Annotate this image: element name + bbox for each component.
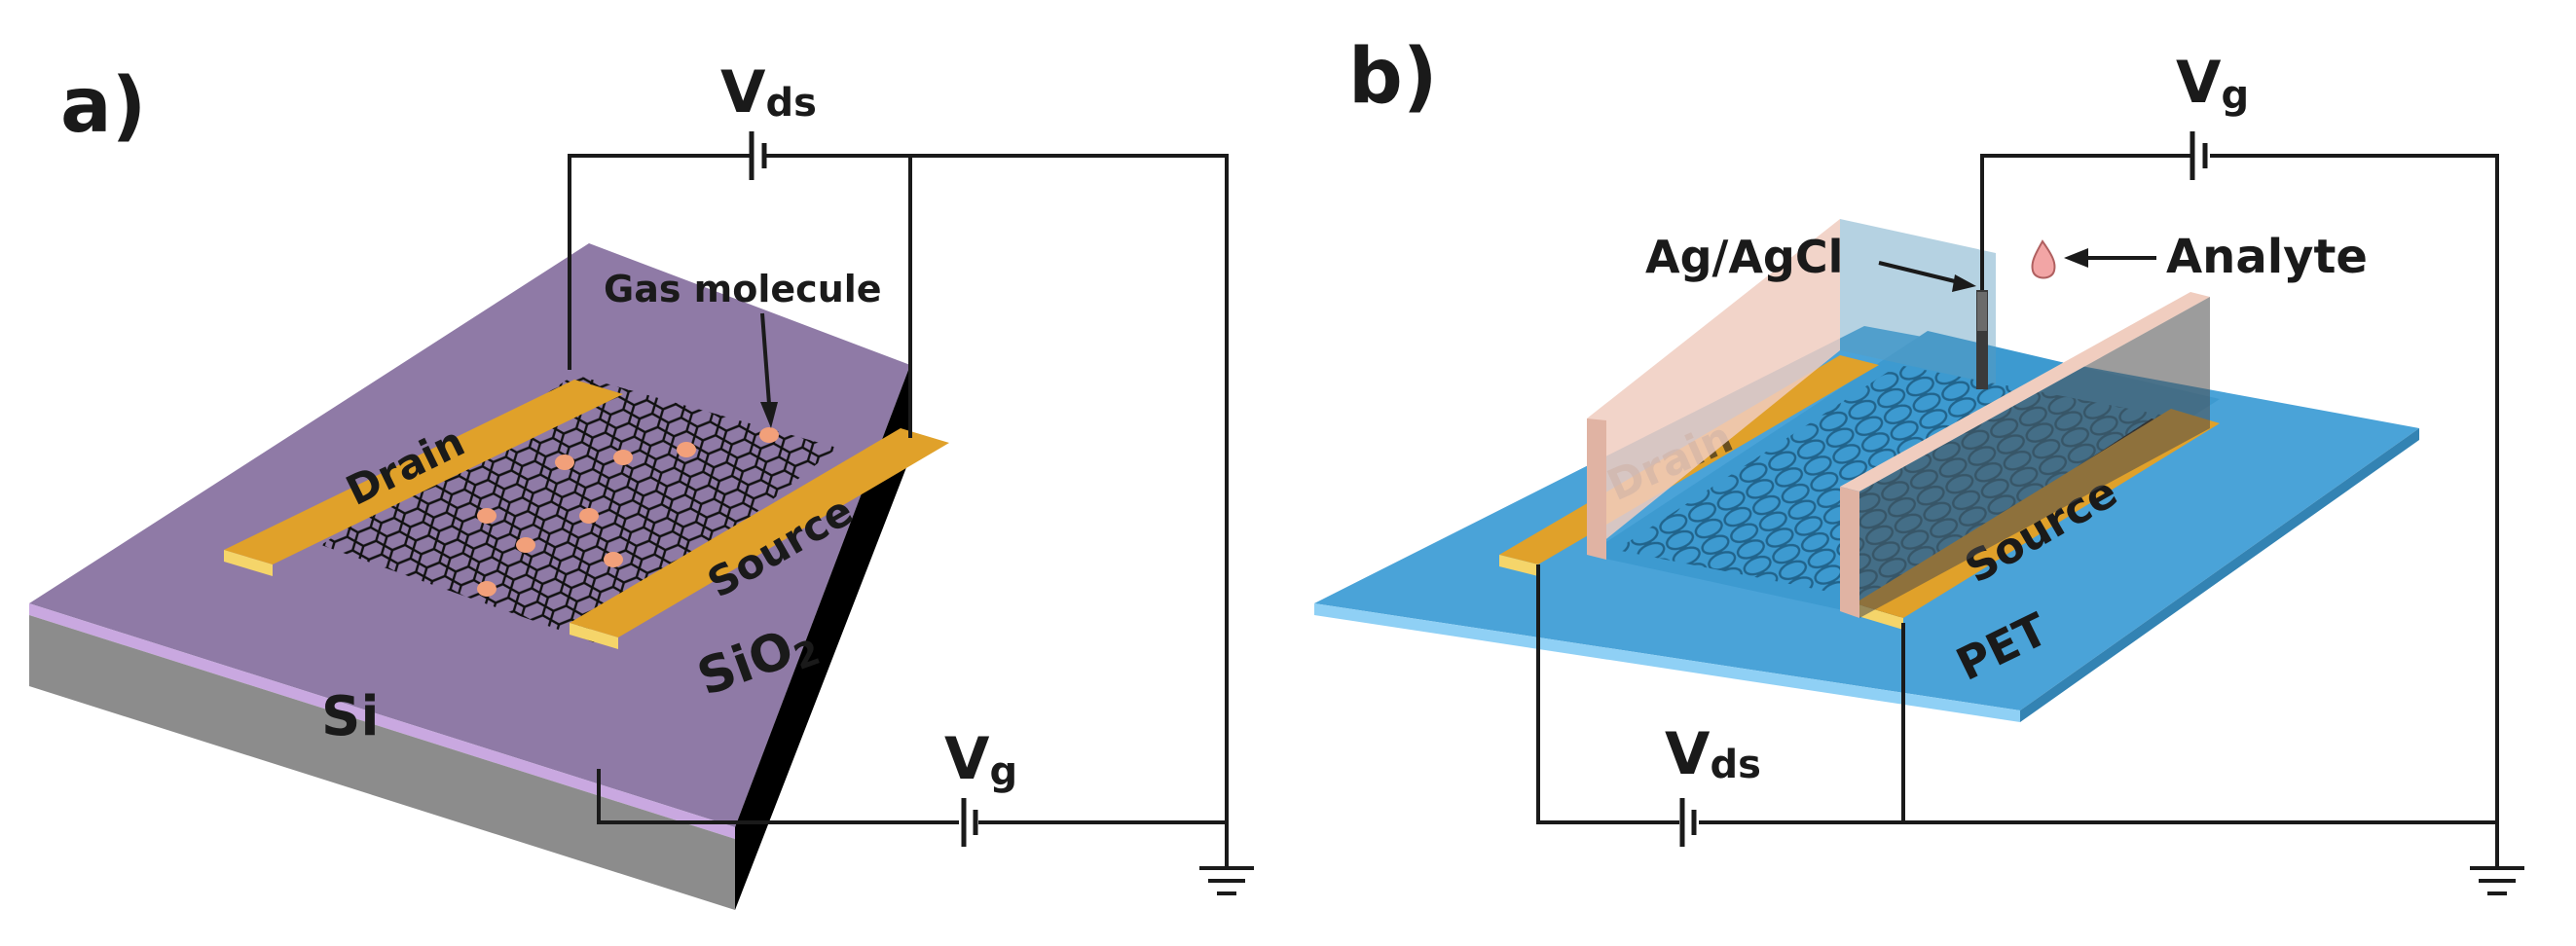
si-label: Si	[321, 685, 380, 748]
analyte-drop-icon	[2031, 239, 2056, 279]
panel-a-vds-battery	[749, 131, 767, 180]
substrate-right-face	[735, 365, 910, 910]
gas-molecule-label: Gas molecule	[604, 268, 882, 310]
panel-b-ground-symbol	[2470, 822, 2524, 895]
panel-a-vds-label: Vds	[720, 58, 817, 127]
ag-agcl-arrow	[1878, 261, 1960, 284]
panel-b-vg-battery	[2190, 131, 2208, 180]
graphene-sheet	[321, 375, 837, 642]
panel-b-vg-label: Vg	[2176, 49, 2249, 118]
right-wall	[1840, 487, 1859, 618]
panel-a: a) Drain Source Gas molecule	[29, 58, 1254, 910]
panel-b-vds-label: Vds	[1665, 720, 1761, 788]
right-wall-top	[1840, 292, 2210, 491]
si-side-face	[29, 615, 735, 910]
panel-b-vds-battery	[1679, 798, 1697, 847]
pet-right-edge	[2020, 428, 2419, 722]
panel-a-vg-battery	[961, 798, 978, 847]
panel-b-label: b)	[1348, 33, 1437, 121]
panel-a-circuit	[568, 154, 1229, 824]
panel-b: b) Drain Source Ag/AgCl Analyte Vg	[1314, 33, 2524, 895]
panel-a-label: a)	[60, 62, 146, 150]
sio2-edge	[29, 603, 735, 839]
analyte-label: Analyte	[2166, 230, 2368, 284]
drain-electrode	[224, 380, 623, 564]
gas-molecules	[477, 427, 779, 597]
pet-front-edge	[1314, 603, 2020, 722]
ag-agcl-label: Ag/AgCl	[1645, 231, 1843, 283]
source-electrode	[570, 428, 949, 637]
panel-b-circuit	[1536, 154, 2499, 824]
panel-a-vg-label: Vg	[944, 725, 1017, 794]
left-wall	[1587, 219, 1840, 555]
gas-molecule-arrow	[760, 312, 771, 405]
panel-a-ground-symbol	[1199, 822, 1254, 895]
